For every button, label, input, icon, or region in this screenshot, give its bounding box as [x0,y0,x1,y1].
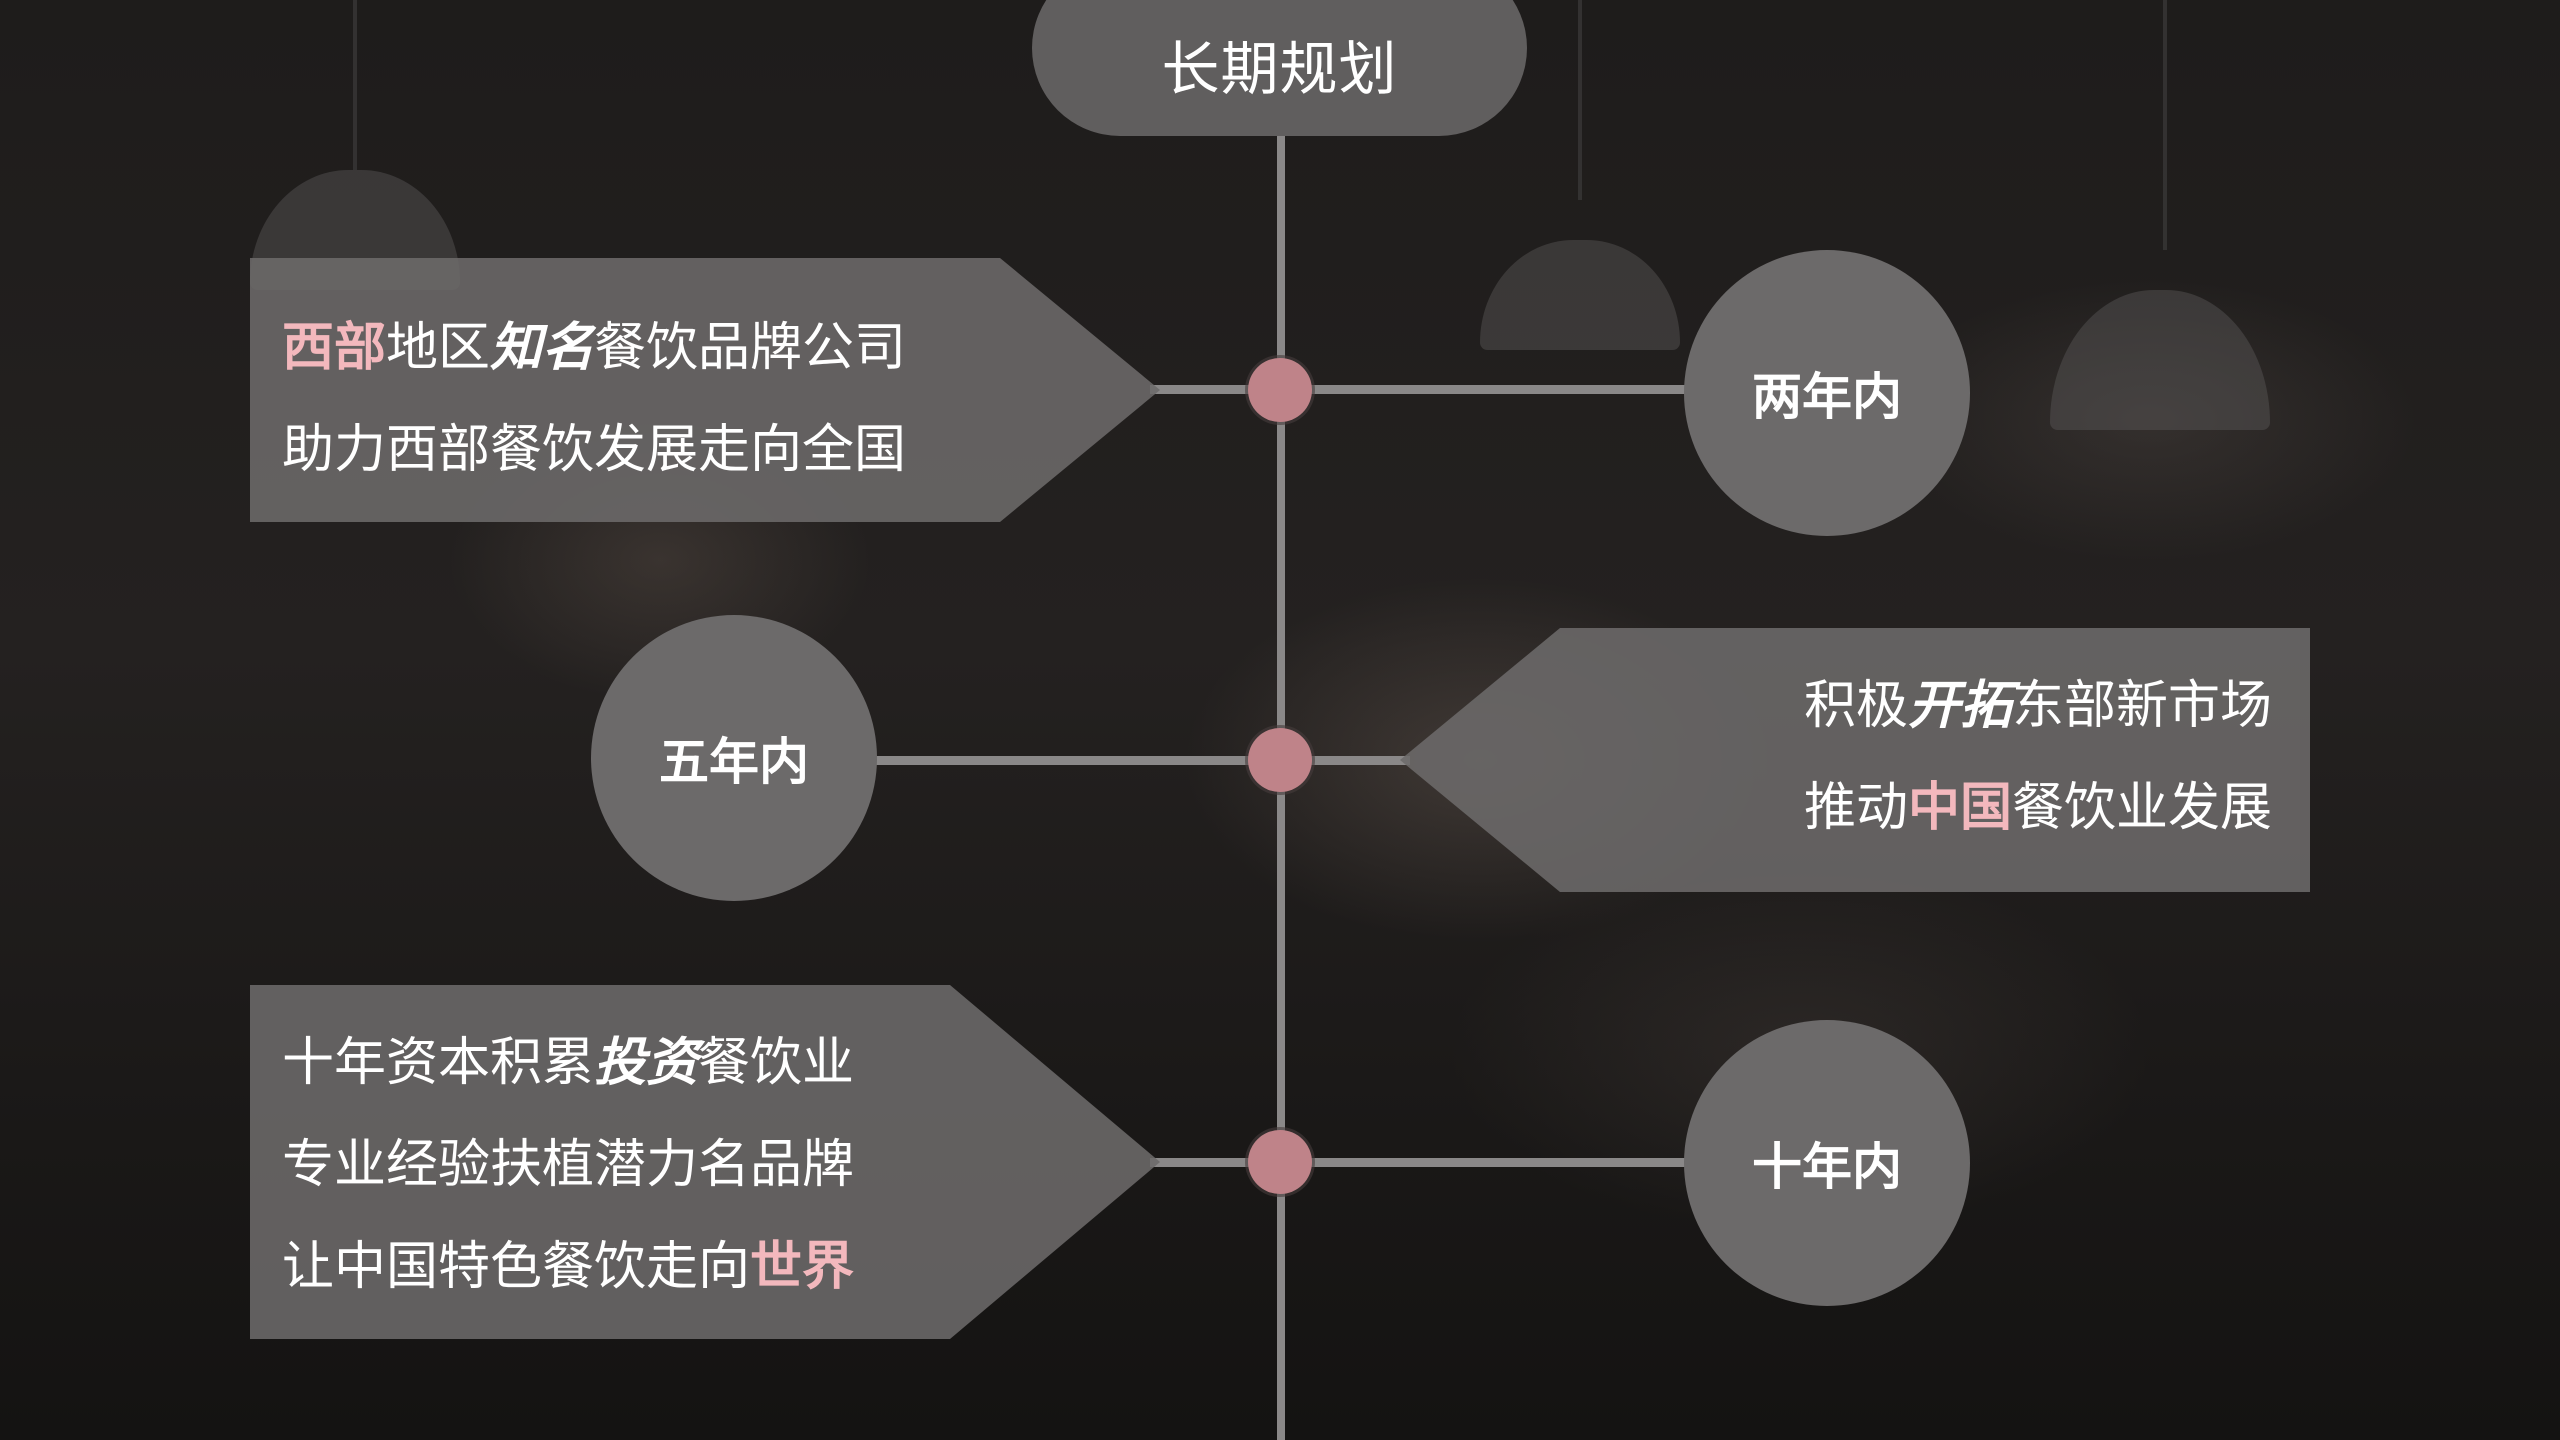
lamp-cord [353,0,357,170]
milestone-panel-two-years: 西部地区知名餐饮品牌公司 助力西部餐饮发展走向全国 [250,258,1160,522]
body-text: 东部新市场 [2011,676,2272,736]
milestone-label: 十年内 [1752,1138,1902,1196]
connector-line [1150,385,1690,394]
milestone-line: 西部地区知名餐饮品牌公司 [282,297,906,399]
highlight-text: 西部 [282,318,387,378]
milestone-label: 两年内 [1752,368,1902,426]
milestone-circle-two-years: 两年内 [1684,250,1970,536]
milestone-line: 专业经验扶植潜力名品牌 [282,1114,854,1216]
milestone-line: 助力西部餐饮发展走向全国 [282,399,906,501]
body-text: 地区 [386,318,491,378]
calligraphy-text: 开拓 [1907,675,2012,736]
body-text: 餐饮品牌公司 [594,318,907,378]
page-title-pill: 长期规划 [1032,0,1527,136]
arrow-panel-shape [250,985,1160,1339]
timeline-node [1248,728,1312,792]
milestone-text: 十年资本积累投资餐饮业 专业经验扶植潜力名品牌 让中国特色餐饮走向世界 [282,1012,854,1318]
milestone-line: 积极开拓东部新市场 [1804,655,2272,757]
body-text: 让中国特色餐饮走向 [282,1237,751,1297]
milestone-circle-ten-years: 十年内 [1684,1020,1970,1306]
arrow-panel-shape [250,258,1160,522]
body-text: 推动 [1803,778,1908,838]
highlight-text: 中国 [1907,778,2012,838]
calligraphy-text: 投资 [594,1032,699,1093]
milestone-line: 让中国特色餐饮走向世界 [282,1216,854,1318]
body-text: 助力西部餐饮发展走向全国 [282,420,907,480]
milestone-text: 积极开拓东部新市场 推动中国餐饮业发展 [1804,655,2272,859]
milestone-panel-five-years: 积极开拓东部新市场 推动中国餐饮业发展 [1400,628,2310,892]
milestone-line: 推动中国餐饮业发展 [1804,757,2272,859]
highlight-text: 世界 [750,1237,855,1297]
milestone-label: 五年内 [659,733,809,791]
connector-line [1150,1158,1690,1167]
lamp-cord [1578,0,1582,200]
body-text: 专业经验扶植潜力名品牌 [282,1135,855,1195]
lamp-cord [2163,0,2167,250]
calligraphy-text: 知名 [490,317,595,378]
milestone-text: 西部地区知名餐饮品牌公司 助力西部餐饮发展走向全国 [282,297,906,501]
body-text: 餐饮业发展 [2011,778,2272,838]
body-text: 餐饮业 [698,1033,855,1093]
milestone-panel-ten-years: 十年资本积累投资餐饮业 专业经验扶植潜力名品牌 让中国特色餐饮走向世界 [250,985,1160,1339]
connector-line [870,756,1410,765]
milestone-circle-five-years: 五年内 [591,615,877,901]
timeline-node [1248,358,1312,422]
page-title: 长期规划 [1161,35,1398,103]
body-text: 积极 [1803,676,1908,736]
body-text: 十年资本积累 [282,1033,595,1093]
timeline-node [1248,1130,1312,1194]
arrow-panel-shape [1400,628,2310,892]
milestone-line: 十年资本积累投资餐饮业 [282,1012,854,1114]
